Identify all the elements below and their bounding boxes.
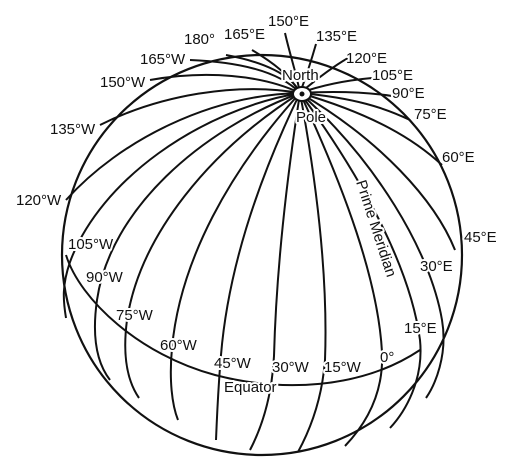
meridian-line-150e: [284, 32, 301, 94]
meridian-label-150w: 150°W: [100, 74, 146, 91]
meridian-label-30w: 30°W: [272, 359, 310, 376]
meridian-label-0: 0°: [380, 349, 394, 366]
meridian-label-120e: 120°E: [346, 50, 387, 67]
meridian-label-165e: 165°E: [224, 26, 265, 43]
north-pole-marker: [292, 86, 312, 102]
meridian-line-45w: [215, 92, 301, 441]
equator-line: [65, 254, 421, 387]
meridian-line-30e: [299, 92, 445, 399]
meridian-line-30w: [249, 92, 301, 451]
meridian-label-135e: 135°E: [316, 28, 357, 45]
meridian-lines: [62, 32, 456, 453]
meridian-line-15e: [299, 92, 422, 429]
meridian-label-15e: 15°E: [404, 320, 437, 337]
equator-label: Equator: [224, 379, 277, 396]
meridian-label-45w: 45°W: [214, 355, 252, 372]
meridian-label-75e: 75°E: [414, 106, 447, 123]
meridian-line-75w: [124, 92, 301, 399]
meridian-line-75e: [299, 92, 411, 121]
meridian-label-150e: 150°E: [268, 13, 309, 30]
meridian-label-60e: 60°E: [442, 149, 475, 166]
meridian-label-105e: 105°E: [372, 67, 413, 84]
meridian-label-120w: 120°W: [16, 192, 62, 209]
meridian-label-60w: 60°W: [160, 337, 198, 354]
meridian-label-105w: 105°W: [68, 236, 114, 253]
meridian-line-60w: [169, 92, 301, 421]
meridian-label-165w: 165°W: [140, 51, 186, 68]
meridian-label-45e: 45°E: [464, 229, 497, 246]
meridian-line-165w: [189, 59, 301, 94]
meridian-label-90w: 90°W: [86, 269, 124, 286]
meridian-label-75w: 75°W: [116, 307, 154, 324]
meridian-line-105w: [62, 92, 301, 319]
meridian-line-90w: [93, 92, 301, 381]
prime-meridian-label: Prime Meridian: [352, 178, 399, 279]
meridian-label-15w: 15°W: [324, 359, 362, 376]
north-label: North: [282, 67, 319, 84]
meridian-line-0: [299, 92, 384, 447]
meridian-label-90e: 90°E: [392, 85, 425, 102]
meridian-line-45e: [299, 92, 456, 251]
globe-outline: [60, 53, 464, 457]
meridian-label-135w: 135°W: [50, 121, 96, 138]
meridian-label-180: 180°: [184, 31, 215, 48]
meridian-line-150w: [149, 73, 301, 94]
meridian-line-135w: [99, 88, 301, 126]
pole-label: Pole: [296, 109, 326, 126]
meridian-label-30e: 30°E: [420, 258, 453, 275]
meridian-line-15w: [297, 92, 327, 453]
meridian-line-120w: [65, 92, 301, 201]
meridian-line-60e: [299, 92, 443, 166]
